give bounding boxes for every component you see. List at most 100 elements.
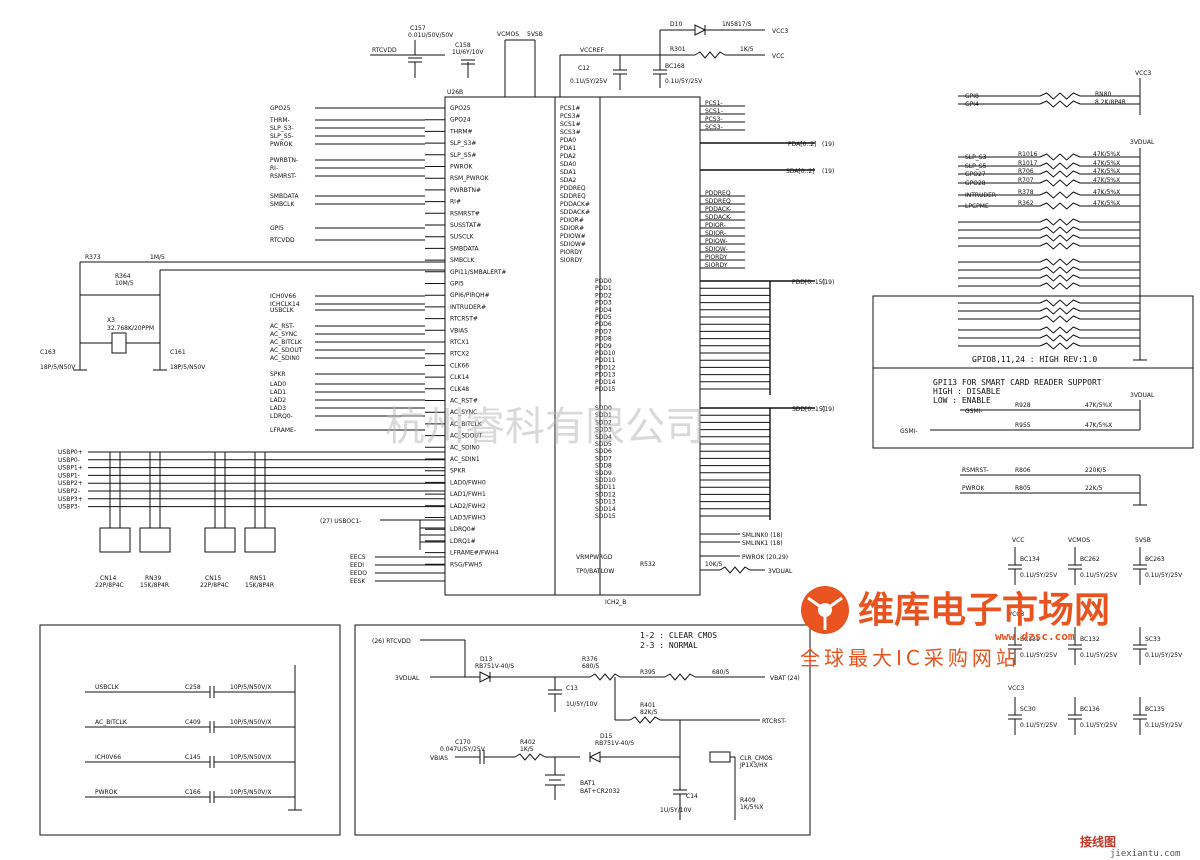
chip-pin-left: AC_SDIN1	[450, 456, 480, 463]
chip-pin-sdd: SDD1	[595, 412, 612, 419]
rsmrst-pwrok: RSMRST- R806 220K/5 PWROK R805 22K/5	[960, 467, 1147, 506]
chip-pin-left: SUSCLK	[450, 234, 475, 241]
r364-ref: R364	[115, 273, 131, 280]
chip-pin-left: SUSSTAT#	[450, 222, 481, 229]
left-net-label: SMBDATA	[270, 193, 299, 200]
brand-url[interactable]: www.dzsc.com	[995, 630, 1075, 643]
left-net-label: LFRAME-	[270, 427, 296, 434]
cn14-val: 22P/8P4C	[95, 582, 124, 589]
sda-bus: SDA[0..2]	[786, 168, 815, 175]
r301-ref: R301	[670, 46, 686, 53]
vcmos-label: VCMOS	[497, 31, 519, 38]
chip-pin-pdd: PDD12	[595, 364, 616, 371]
chip-pin-pdd: PDD2	[595, 292, 612, 299]
chip-pin-pdd: PDD8	[595, 336, 612, 343]
c163-val: 18P/5/N50V	[40, 364, 76, 371]
chip-pin-left: LDRQ0#	[450, 526, 476, 533]
rtcrst-net: RTCRST-	[762, 718, 787, 725]
chip-pin-left: CLK14	[450, 374, 469, 381]
smlink0-label: SMLINK0 (18)	[742, 532, 783, 539]
d13-val: RB751V-40/S	[475, 663, 514, 670]
gpio-res-ref: R362	[1018, 200, 1034, 207]
rtcvdd-net: (26) RTCVDD	[372, 638, 411, 645]
chip-pin-right: PDA1	[560, 145, 576, 152]
cn15-val: 22P/8P4C	[200, 582, 229, 589]
bypass-cap-val: 0.1U/5Y/25V	[1080, 722, 1118, 729]
vbias-net: VBIAS	[430, 755, 448, 762]
pwrok-right: PWROK (20,29)	[742, 554, 788, 561]
emi-net: USBCLK	[95, 684, 120, 691]
left-net-label: LAD3	[270, 405, 286, 412]
x3-val: 32.768K/20PPM	[107, 325, 154, 332]
vccref-label: VCCREF	[580, 47, 604, 54]
rn39-val: 15K/8P4R	[140, 582, 169, 589]
footer-url[interactable]: jiexiantu.com	[1110, 849, 1180, 859]
left-net-label: AC_SYNC	[270, 331, 297, 338]
left-net-label: THRM-	[269, 117, 290, 124]
emi-cap-val: 10P/5/N50V/X	[230, 754, 271, 761]
bypass-cap-val: 0.1U/5Y/25V	[1080, 652, 1118, 659]
chip-pin-left: RTCX2	[450, 351, 469, 358]
bypass-cap-val: 0.1U/5Y/25V	[1145, 652, 1183, 659]
smart-line3: LOW : ENABLE	[933, 396, 991, 405]
chip-pin-left: RSG/FWH5	[450, 561, 483, 568]
left-net-label: RTCVDD	[270, 237, 295, 244]
emi-net: AC_BITCLK	[95, 719, 128, 726]
chip-pin-sdd: SDD11	[595, 484, 616, 491]
3vdual-rtc: 3VDUAL	[395, 675, 420, 682]
r532-ref: R532	[640, 561, 656, 568]
chip-ref: U26B	[447, 89, 463, 96]
chip-pin-sdd: SDD8	[595, 463, 612, 470]
chip-pin-left: LAD1/FWH1	[450, 491, 486, 498]
chip-pin-sdd: SDD13	[595, 499, 616, 506]
emi-cap-val: 10P/5/N50V/X	[230, 719, 271, 726]
footer-name: 接线图	[1080, 834, 1116, 849]
5vsb-label: 5VSB	[527, 31, 543, 38]
left-net-label: LAD1	[270, 389, 286, 396]
bus-lines: PDA[0..2] (19) SDA[0..2] (19) PDD[0..15]…	[700, 141, 834, 520]
top-supply: RTCVDD C157 0.01U/50V/50V C158 1U/6Y/10V…	[370, 21, 788, 97]
ee-label: EESK	[350, 578, 366, 585]
chip-pin-left: SMBDATA	[450, 245, 479, 252]
x3-ref: X3	[107, 317, 115, 324]
rtc-cmos-box: (26) RTCVDD 1-2 : CLEAR CMOS 2-3 : NORMA…	[354, 624, 811, 836]
cap-rail-label: VCC3	[1008, 685, 1024, 692]
usb-section: (27) USBOC1- CN14 22P/8P4C RN39 15K/8P4R…	[95, 518, 445, 589]
rn51-val: 15K/8P4R	[245, 582, 274, 589]
right-net-label: SCS3-	[705, 124, 723, 131]
chip-pin-right: SDA1	[560, 169, 576, 176]
gpio-pullups: VCC3 RN80 8.2K/8P4R 3VDUAL GPIO8,11,24 :…	[872, 70, 1194, 369]
c14-ref: C14	[686, 793, 698, 800]
jp-ref: CLR_CMOS	[740, 755, 773, 762]
jp-val: JP1X3/HX	[739, 762, 768, 769]
chip-pin-right: PIORDY	[560, 249, 583, 256]
chip-pin-right: PDIOR#	[560, 217, 584, 224]
r805-ref: R805	[1015, 485, 1031, 492]
right-net-labels: PCS1-SCS1-PCS3-SCS3-PDDREQSDDREQPDDACK-S…	[700, 100, 745, 269]
c12-ref: C12	[578, 65, 590, 72]
rn39-ref: RN39	[145, 575, 161, 582]
chip-pin-left: RTCX1	[450, 339, 469, 346]
chip-name: ICH2_B	[605, 599, 626, 606]
bypass-cap-val: 0.1U/5Y/25V	[1145, 572, 1183, 579]
usb-net-labels: USBP0+USBP0-USBP1+USBP1-USBP2+USBP2-USBP…	[58, 449, 445, 528]
c157-val: 0.01U/50V/50V	[408, 32, 454, 39]
chip-pin-sdd: SDD2	[595, 419, 612, 426]
3vdual-gpio: 3VDUAL	[1130, 139, 1155, 146]
bypass-cap-ref: SC30	[1020, 706, 1036, 713]
bypass-cap-ref: BC134	[1020, 556, 1040, 563]
brand-name: 维库电子市场网	[858, 590, 1110, 631]
vcc3-top: VCC3	[772, 28, 788, 35]
d13-ref: D13	[480, 656, 492, 663]
chip-pin-right: SDA0	[560, 161, 576, 168]
chip-pin-left: THRM#	[449, 128, 473, 135]
left-net-label: SLP_S3-	[270, 125, 294, 132]
r402-ref: R402	[520, 739, 536, 746]
chip-pin-sdd: SDD9	[595, 470, 612, 477]
left-net-label: GPI5	[270, 225, 284, 232]
r409-val: 1K/5%X	[740, 804, 763, 811]
r409-ref: R409	[740, 797, 756, 804]
vrmpwrgd-label: VRMPWRGD	[576, 554, 613, 561]
chip-pin-left: GPO25	[450, 105, 471, 112]
tp0-label: TP0/BATLOW	[575, 568, 614, 575]
